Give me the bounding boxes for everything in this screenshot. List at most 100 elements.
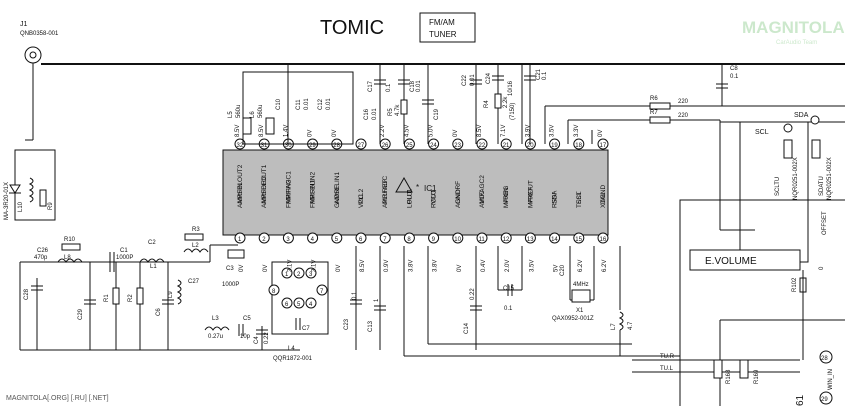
watermark-logo: MAGNITOLA CarAudio Team — [742, 18, 845, 46]
l4-pin6: 6 — [285, 302, 289, 308]
ic1-pin-24 — [428, 138, 440, 150]
ic1-pin-number: 19 — [551, 143, 558, 149]
ic1-pin-21 — [500, 138, 512, 150]
c4-ref: C4 — [254, 336, 260, 344]
c1-val: 1000P — [116, 255, 133, 261]
c27-ref: C27 — [188, 279, 200, 285]
ic1-pin-number: 14 — [551, 237, 558, 243]
ic1-pin-name: PLLREF — [382, 179, 389, 204]
c8-val: 0.1 — [730, 74, 739, 80]
ic1-pin-name: MPXIN — [503, 187, 510, 208]
note-label: (7150) — [510, 103, 516, 120]
ic1-pin-number: 31 — [261, 143, 268, 149]
ic1-pin-19 — [549, 138, 561, 150]
sdatu-part: NQR0251-002X — [827, 157, 833, 200]
l7-ref: L7 — [611, 323, 617, 330]
ic1-pin-voltage: 8.5V — [259, 125, 265, 137]
c15-ref: C15 — [503, 286, 515, 292]
c18-val: 0.01 — [416, 80, 422, 92]
r7-val: 220 — [678, 113, 689, 119]
c11-val: 0.01 — [304, 98, 310, 110]
ic1-pin-name: AMSELOUT2 — [237, 164, 244, 204]
ic1-pin-voltage: 8.5V — [477, 125, 483, 137]
ic1-pin-7 — [379, 232, 391, 244]
scl-label: SCL — [755, 129, 769, 136]
c26-ref: C26 — [37, 248, 49, 254]
ic1-pin-voltage: 0V — [332, 130, 338, 137]
c3-ref: C3 — [226, 266, 234, 272]
r3-ref: R3 — [192, 227, 200, 233]
ic1-pin-number: 7 — [383, 237, 387, 243]
evolume-label: E.VOLUME — [705, 256, 757, 267]
ic1-pin-number: 27 — [358, 143, 365, 149]
ic1-pin-number: 24 — [430, 143, 437, 149]
c4-val: 0.22 — [264, 332, 270, 344]
ic1-pin-voltage: 0V — [308, 130, 314, 137]
ic1-pin-voltage: 1.4V — [283, 125, 289, 137]
l3-val: 0.27u — [208, 334, 223, 340]
ic1-pin-number: 10 — [454, 237, 461, 243]
ic1-pin-number: 13 — [527, 237, 534, 243]
r10-ref: R10 — [64, 237, 76, 243]
ic1-pin-name: VCO — [431, 190, 438, 204]
r5-ref: R5 — [388, 108, 394, 116]
ic1-pin-10 — [452, 232, 464, 244]
pin28-label: 28 — [821, 356, 828, 362]
ic1-pin-voltage: 0V — [457, 265, 463, 272]
ic1-pin-number: 29 — [309, 143, 316, 149]
ic1-pin-voltage: 2.0V — [505, 260, 511, 272]
c10-ref: C10 — [276, 98, 282, 110]
ic1-pin-name: TEST — [576, 191, 583, 208]
ic1-pin-22 — [476, 138, 488, 150]
ic1-body — [222, 149, 609, 236]
tul-label: TU.L — [660, 366, 674, 372]
l7-val: 4.7 — [628, 321, 634, 330]
input-network: MA-3R20-01X L10 R9 C26 470p R10 L8 C28 C… — [4, 149, 300, 351]
win-in-label: WIN_IN — [828, 369, 834, 390]
ic1-pin-6 — [355, 232, 367, 244]
ic1-warning-icon — [395, 176, 413, 193]
ic1-pin-name: AMRFIN — [237, 183, 244, 208]
ic1-pin-name: LOUT — [406, 191, 413, 208]
c15-val: 0.1 — [504, 306, 513, 312]
ic1-pin-9 — [428, 232, 440, 244]
ic1-pin-number: 16 — [600, 237, 607, 243]
ic1-pin-number: 23 — [454, 143, 461, 149]
c19-ref: C19 — [434, 108, 440, 120]
ic1-pin-15 — [573, 232, 585, 244]
ic1-pin-voltage: 6.2V — [602, 260, 608, 272]
top-components: L5 560u L6 560u C10 C11 0.01 C12 0.01 C1… — [228, 64, 845, 145]
l8-ref: L8 — [64, 255, 71, 261]
tuner-ic: *IC132AMSELOUT28.5V31AMSELOUT18.5V30AMIF… — [222, 125, 609, 272]
c17-ref: C17 — [368, 80, 374, 92]
l4-pin7: 7 — [320, 289, 324, 295]
ic1-pin-12 — [500, 232, 512, 244]
c12-ref: C12 — [318, 98, 324, 110]
c26-val: 470p — [34, 255, 48, 261]
ic1-pin-number: 20 — [527, 143, 534, 149]
ic1-pin-name: GNDRF — [455, 181, 462, 204]
ic1-pin-name: FMRFIN1 — [310, 179, 317, 208]
x1-ref: X1 — [576, 308, 584, 314]
r169-ref: R169 — [754, 369, 760, 384]
r2-ref: R2 — [128, 294, 134, 302]
ic1-pin-voltage: 3.1V — [312, 260, 318, 272]
ic1-pin-14 — [549, 232, 561, 244]
l6-val: 560u — [258, 105, 264, 118]
c21-ref: C21 — [536, 68, 542, 80]
ic1-pin-voltage: 3.5V — [550, 125, 556, 137]
ic1-pin-name: SDA — [552, 190, 559, 204]
c22-ref: C22 — [462, 74, 468, 86]
l4-pin1: 1 — [285, 272, 289, 278]
schematic-title: TOMIC — [320, 17, 384, 39]
bus-testpoints: SCL SDA SCLTU NQR0251-002X SDATU NQR0251… — [719, 112, 833, 263]
l4-part: QQR1872-001 — [273, 356, 313, 362]
c5-val: 10p — [240, 334, 251, 340]
sdatu-ref: SDATU — [819, 176, 825, 196]
ic1-pin-voltage: 8.5V — [360, 260, 366, 272]
r7-ref: R7 — [650, 110, 658, 116]
ic1-pin-voltage: 6.2V — [578, 260, 584, 272]
ic1-pin-number: 30 — [285, 143, 292, 149]
l5-ref: L5 — [228, 111, 234, 118]
c29-ref: C29 — [78, 308, 84, 320]
